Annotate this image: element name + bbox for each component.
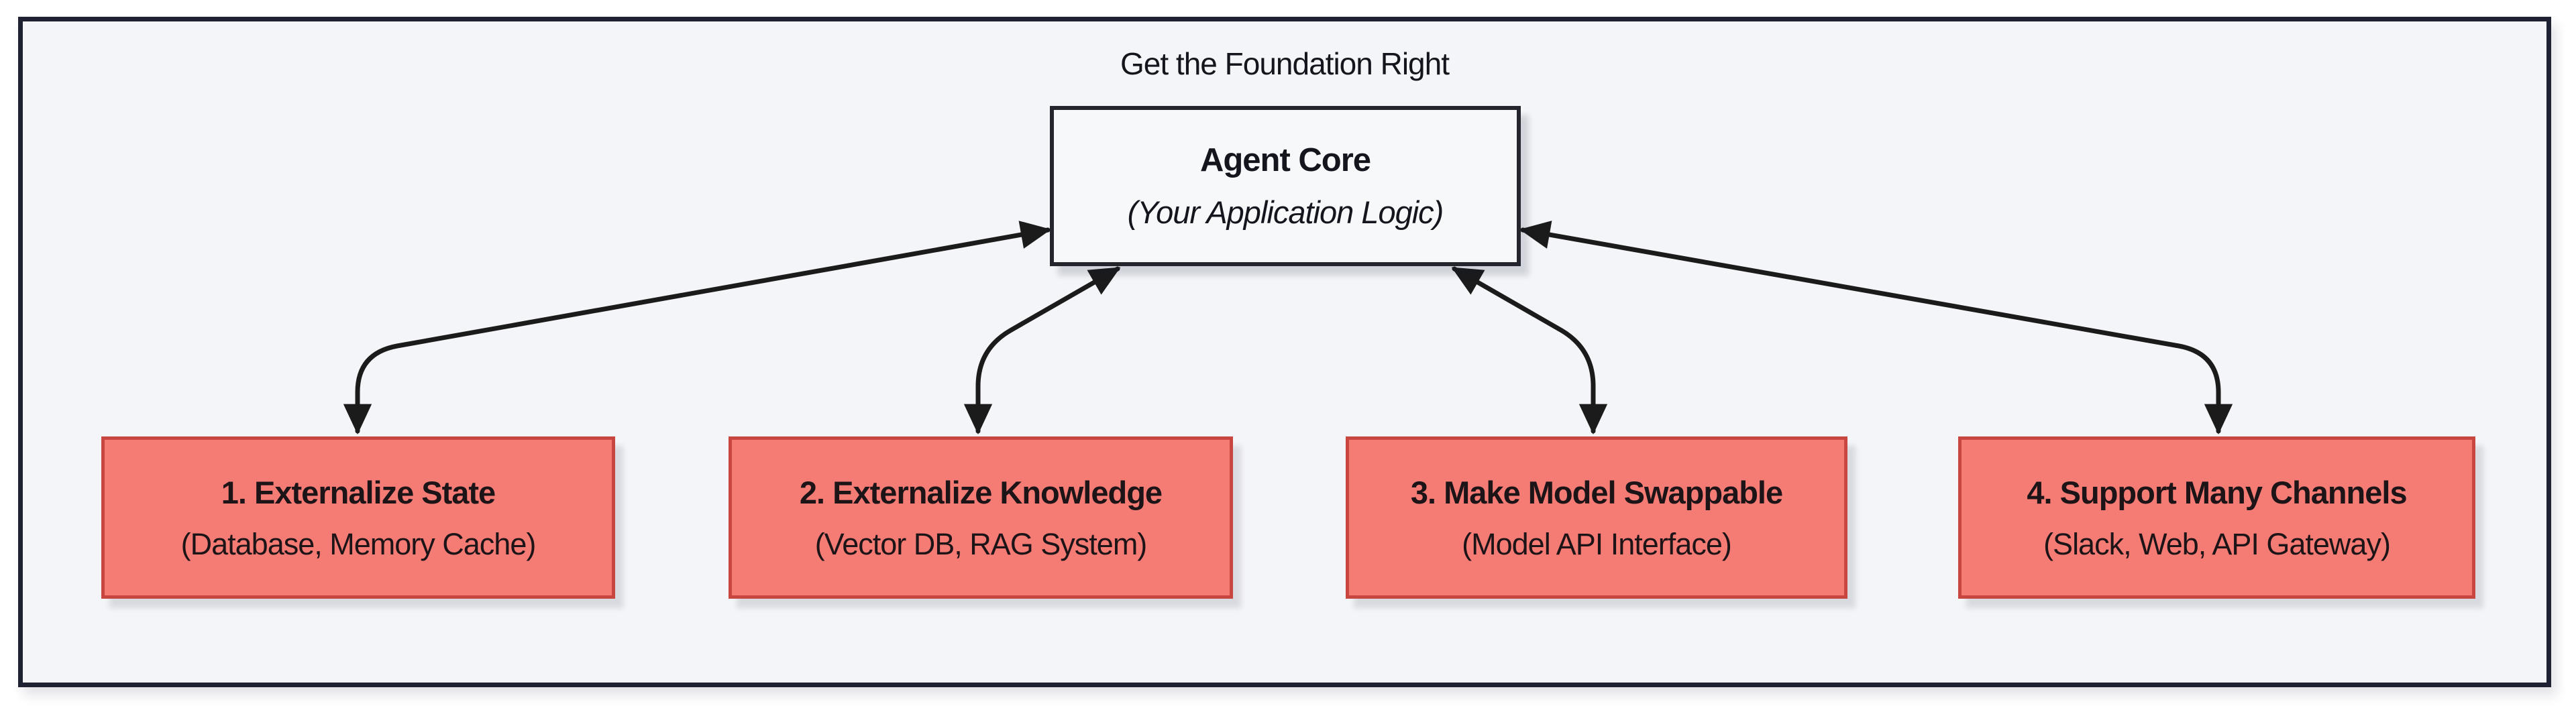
agent-core-node: Agent Core (Your Application Logic) (1050, 106, 1521, 266)
node-subtitle: (Database, Memory Cache) (180, 526, 537, 561)
node-externalize-state: 1. Externalize State (Database, Memory C… (101, 436, 615, 599)
node-subtitle: (Model API Interface) (1462, 526, 1732, 561)
node-title: 3. Make Model Swappable (1410, 474, 1783, 510)
node-title: 4. Support Many Channels (2027, 474, 2407, 510)
node-make-model-swappable: 3. Make Model Swappable (Model API Inter… (1346, 436, 1847, 599)
node-title: 2. Externalize Knowledge (799, 474, 1163, 510)
node-externalize-knowledge: 2. Externalize Knowledge (Vector DB, RAG… (729, 436, 1233, 599)
node-subtitle: (Slack, Web, API Gateway) (2043, 526, 2391, 561)
node-support-many-channels: 4. Support Many Channels (Slack, Web, AP… (1958, 436, 2475, 599)
node-title: 1. Externalize State (221, 474, 496, 510)
container-title: Get the Foundation Right (1120, 46, 1450, 81)
agent-core-title: Agent Core (1199, 142, 1371, 178)
agent-core-subtitle: (Your Application Logic) (1127, 194, 1444, 230)
node-subtitle: (Vector DB, RAG System) (814, 526, 1148, 561)
